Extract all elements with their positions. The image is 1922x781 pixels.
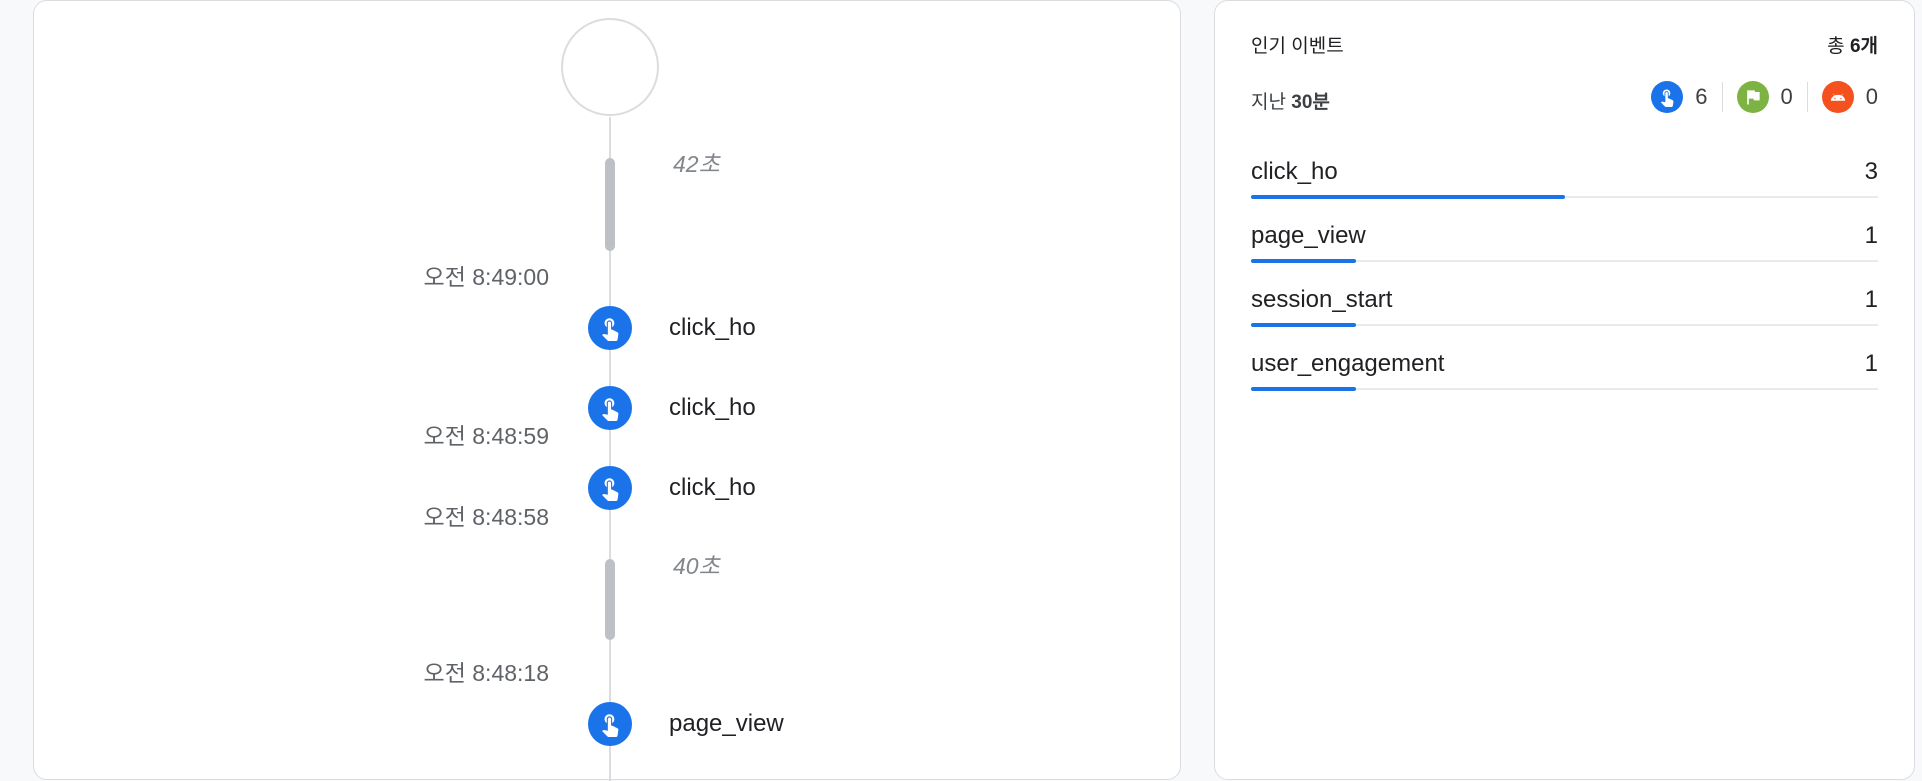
top-events-list: click_ho 3 page_view 1 session_start 1	[1251, 158, 1878, 414]
total-count: 총 6개	[1827, 36, 1878, 57]
event-row[interactable]: click_ho 3	[1251, 158, 1878, 222]
errors-count-value: 0	[1865, 84, 1878, 109]
event-bar-fill	[1251, 323, 1356, 327]
event-label: click_ho	[669, 394, 756, 421]
event-bar	[1251, 387, 1878, 391]
bar-track	[1251, 388, 1878, 390]
minute-bubble[interactable]	[561, 18, 659, 116]
event-name: user_engagement	[1251, 350, 1445, 377]
touch-icon	[588, 386, 632, 430]
event-name: session_start	[1251, 286, 1393, 313]
timeline-event[interactable]: page_view	[588, 702, 784, 746]
timeline-event[interactable]: click_ho	[588, 306, 756, 350]
event-bar-fill	[1251, 387, 1356, 391]
panel-title: 인기 이벤트	[1251, 36, 1344, 57]
event-name: page_view	[1251, 222, 1366, 249]
gap-duration: 42초	[673, 151, 720, 177]
event-count: 3	[1864, 158, 1878, 185]
divider	[1721, 82, 1723, 112]
event-label: click_ho	[669, 474, 756, 501]
conversions-count-value: 0	[1780, 84, 1793, 109]
android-icon	[1821, 81, 1854, 113]
conversions-counter[interactable]: 0	[1736, 81, 1793, 113]
timeline-line	[609, 117, 611, 781]
timestamp: 오전 8:48:59	[423, 423, 549, 449]
flag-icon	[1736, 81, 1769, 113]
event-bar	[1251, 323, 1878, 327]
event-bar-fill	[1251, 195, 1565, 199]
timestamp: 오전 8:48:58	[423, 504, 549, 530]
event-bar-fill	[1251, 259, 1356, 263]
event-count: 1	[1864, 350, 1878, 377]
event-bar	[1251, 195, 1878, 199]
debug-stream-panel: 42초 오전 8:49:00 click_ho click_ho 오전 8:48…	[33, 0, 1181, 781]
bar-track	[1251, 324, 1878, 326]
timestamp: 오전 8:49:00	[423, 264, 549, 290]
event-row[interactable]: user_engagement 1	[1251, 350, 1878, 414]
gap-capsule	[605, 158, 615, 251]
touch-icon	[588, 306, 632, 350]
timeline-event[interactable]: click_ho	[588, 386, 756, 430]
timestamp: 오전 8:48:18	[423, 660, 549, 686]
touch-icon	[588, 466, 632, 510]
events-count-value: 6	[1695, 84, 1708, 109]
event-name: click_ho	[1251, 158, 1338, 185]
event-label: page_view	[669, 710, 784, 737]
top-events-panel: 인기 이벤트 총 6개 지난 30분 6 0 0	[1214, 0, 1915, 780]
gap-capsule	[605, 559, 615, 640]
event-label: click_ho	[669, 314, 756, 341]
touch-icon	[1651, 81, 1684, 113]
bar-track	[1251, 196, 1878, 198]
bar-track	[1251, 260, 1878, 262]
touch-icon	[588, 702, 632, 746]
event-count: 1	[1864, 286, 1878, 313]
period-label: 지난 30분	[1251, 92, 1330, 113]
event-bar	[1251, 259, 1878, 263]
timeline-event[interactable]: click_ho	[588, 466, 756, 510]
gap-duration: 40초	[673, 553, 720, 579]
panel-header: 인기 이벤트 총 6개	[1251, 31, 1878, 58]
event-row[interactable]: session_start 1	[1251, 286, 1878, 350]
event-count: 1	[1864, 222, 1878, 249]
errors-counter[interactable]: 0	[1821, 81, 1878, 113]
event-row[interactable]: page_view 1	[1251, 222, 1878, 286]
events-counter[interactable]: 6	[1651, 81, 1708, 113]
divider	[1806, 82, 1808, 112]
event-counters: 6 0 0	[1651, 81, 1878, 113]
